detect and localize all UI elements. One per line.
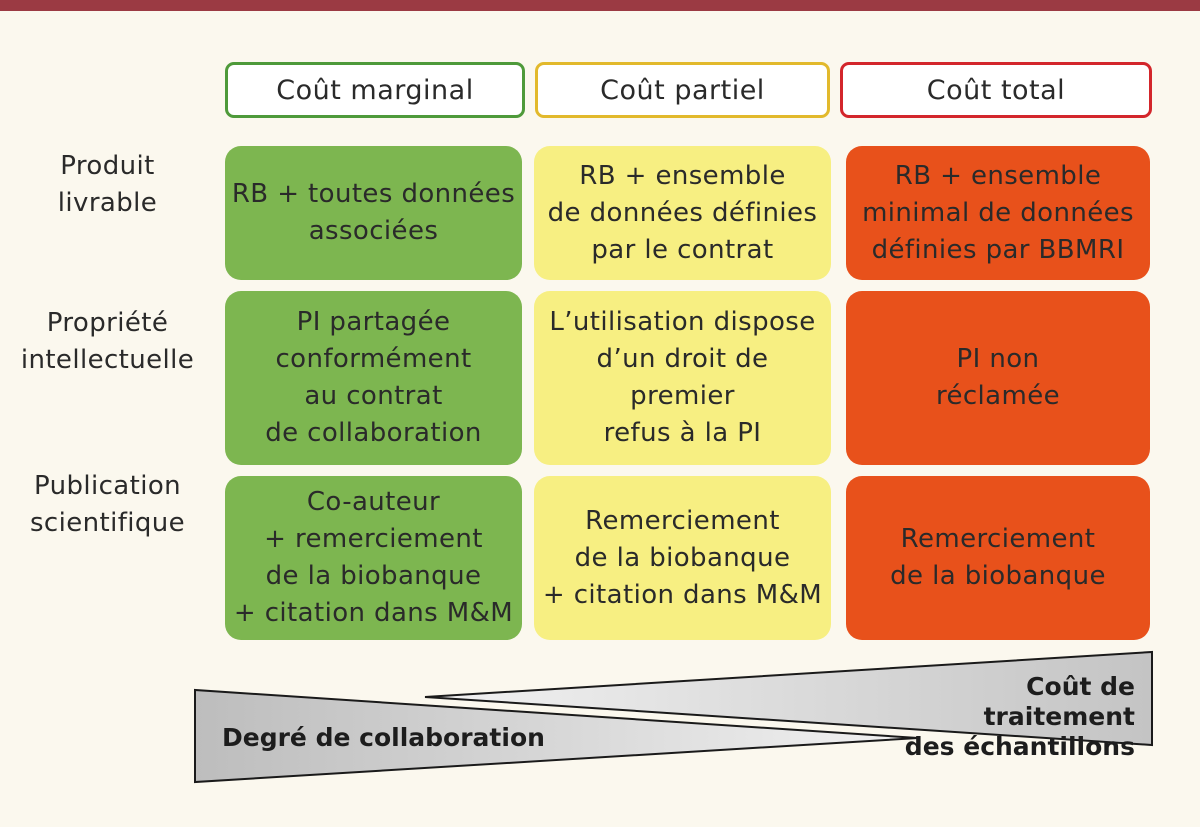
cell-publication-marginal: Co-auteur + remerciement de la biobanque…	[225, 476, 522, 640]
collaboration-wedge	[194, 688, 919, 784]
cell-deliverable-partial: RB + ensemble de données définies par le…	[534, 146, 831, 280]
top-accent-bar	[0, 0, 1200, 11]
row-label-deliverable: Produit livrable	[57, 151, 158, 218]
row-label-intellectual-property: Propriété intellectuelle	[20, 308, 195, 375]
row-label-publication: Publication scientifique	[29, 471, 186, 538]
column-header-total-cost: Coût total	[840, 62, 1152, 118]
cell-ip-marginal: PI partagée conformément au contrat de c…	[225, 291, 522, 465]
collaboration-degree-label: Degré de collaboration	[222, 723, 545, 752]
column-header-marginal-cost: Coût marginal	[225, 62, 525, 118]
cell-publication-partial: Remerciement de la biobanque + citation …	[534, 476, 831, 640]
processing-cost-label: Coût de traitement des échantillons	[904, 672, 1135, 761]
cost-wedge	[424, 650, 1153, 747]
column-header-partial-cost: Coût partiel	[535, 62, 830, 118]
cell-ip-partial: L’utilisation dispose d’un droit de prem…	[534, 291, 831, 465]
cell-deliverable-marginal: RB + toutes données associées	[225, 146, 522, 280]
cell-ip-total: PI non réclamée	[846, 291, 1150, 465]
cell-deliverable-total: RB + ensemble minimal de données définie…	[846, 146, 1150, 280]
cell-publication-total: Remerciement de la biobanque	[846, 476, 1150, 640]
